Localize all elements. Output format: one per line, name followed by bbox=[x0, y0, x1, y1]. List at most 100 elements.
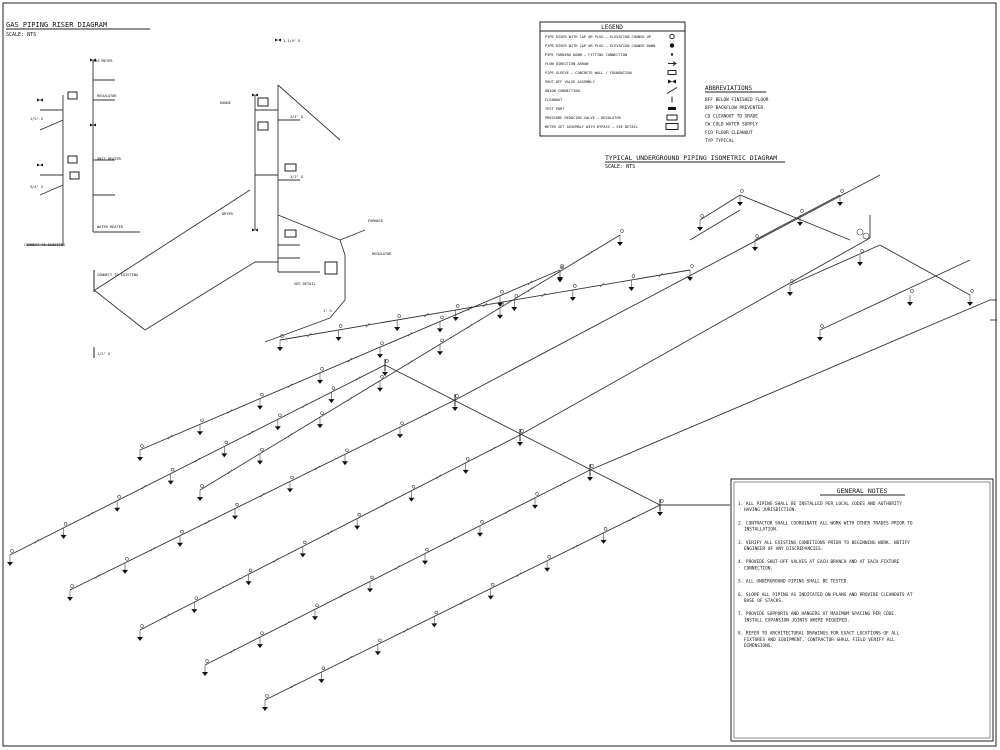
iso-pipe bbox=[384, 364, 661, 506]
fixture-symbol bbox=[628, 287, 635, 291]
pipe-size-tick bbox=[460, 600, 465, 605]
riser-label: CONNECT TO EXISTING bbox=[97, 273, 138, 277]
fixture-tag bbox=[315, 603, 319, 607]
fixture-tag bbox=[235, 502, 239, 507]
equipment-box bbox=[257, 97, 269, 107]
fixture-symbol bbox=[122, 569, 128, 574]
equipment-box bbox=[284, 163, 297, 172]
fixture-symbol bbox=[737, 202, 743, 206]
fixture-symbol bbox=[137, 637, 143, 641]
riser-label: REGULATOR bbox=[97, 94, 117, 98]
fixture-tag bbox=[320, 367, 324, 371]
pipe-size-tick bbox=[230, 648, 235, 654]
fixture-tag bbox=[265, 694, 269, 698]
fixture-symbol bbox=[517, 442, 523, 446]
fixture-tag bbox=[171, 467, 175, 472]
pipe-size-tick bbox=[340, 593, 345, 598]
fixture-tag bbox=[140, 624, 144, 628]
fixture-tag bbox=[491, 582, 495, 587]
fixture-symbol bbox=[687, 277, 693, 281]
fixture-tag bbox=[117, 495, 121, 499]
fixture-tag bbox=[970, 289, 974, 293]
riser-pipe bbox=[94, 189, 251, 291]
fixture-symbol bbox=[462, 469, 469, 474]
riser-pipe bbox=[93, 289, 146, 331]
pipe-size-tick bbox=[365, 322, 371, 328]
equipment-box bbox=[69, 171, 80, 180]
valve-symbol bbox=[275, 38, 281, 42]
fixture-tag bbox=[790, 279, 794, 283]
pipe-size-tick bbox=[599, 282, 605, 288]
fixture-tag bbox=[820, 324, 824, 328]
fixture-symbol bbox=[532, 504, 538, 509]
riser-label: SEE DETAIL bbox=[294, 282, 316, 286]
general-note-item: 7. PROVIDE SUPPORTS AND HANGERS AT MAXIM… bbox=[738, 611, 897, 623]
isometric-piping-network bbox=[7, 174, 997, 711]
fixture-symbol bbox=[382, 372, 388, 376]
pipe-size-tick bbox=[347, 656, 352, 661]
pipe-size-tick bbox=[287, 433, 293, 438]
fixture-symbol bbox=[317, 424, 323, 429]
pipe-size-tick bbox=[167, 434, 173, 440]
riser-diagram-title: GAS PIPING RISER DIAGRAM bbox=[6, 21, 107, 29]
equipment-box bbox=[324, 261, 338, 275]
fixture-symbol bbox=[657, 512, 663, 516]
fixture-symbol bbox=[600, 539, 607, 544]
fixture-tag bbox=[560, 264, 564, 268]
riser-label: REGULATOR bbox=[372, 252, 392, 256]
fixture-tag bbox=[411, 485, 416, 489]
general-note-item: 6. SLOPE ALL PIPING AS INDICATED ON PLAN… bbox=[738, 592, 913, 604]
fixture-tag bbox=[860, 249, 864, 253]
fixture-symbol bbox=[317, 379, 323, 384]
legend-row-text: SHUT-OFF VALVE ASSEMBLY bbox=[545, 80, 596, 84]
riser-label: GAS METER bbox=[93, 59, 113, 63]
fixture-tag bbox=[800, 209, 804, 213]
fixture-symbol bbox=[797, 222, 803, 226]
pipe-size-tick bbox=[347, 357, 353, 363]
iso-pipe bbox=[879, 244, 971, 296]
legend-symbol-dot bbox=[670, 53, 674, 56]
junction-symbol bbox=[862, 232, 870, 240]
riser-pipe bbox=[39, 119, 64, 131]
fixture-symbol bbox=[137, 457, 143, 461]
pipe-size-tick bbox=[227, 469, 233, 474]
fixture-tag bbox=[200, 418, 204, 422]
fixture-tag bbox=[280, 334, 284, 338]
fixture-symbol bbox=[167, 480, 174, 485]
fixture-symbol bbox=[497, 314, 503, 319]
fixture-tag bbox=[480, 520, 484, 524]
abbreviation-row: CW COLD WATER SUPPLY bbox=[705, 122, 758, 128]
pipe-size-tick bbox=[95, 574, 100, 579]
fixture-tag bbox=[63, 522, 68, 526]
riser-label: 1/2" G bbox=[97, 352, 110, 356]
fixture-tag bbox=[466, 457, 470, 461]
iso-pipe bbox=[789, 244, 881, 286]
fixture-symbol bbox=[60, 534, 67, 539]
pipe-size-tick bbox=[164, 613, 170, 619]
fixture-symbol bbox=[857, 262, 863, 266]
fixture-tag bbox=[434, 610, 438, 615]
fixture-symbol bbox=[431, 623, 438, 628]
fixture-tag bbox=[321, 666, 326, 670]
fixture-symbol bbox=[437, 328, 443, 333]
fixture-tag bbox=[535, 492, 539, 496]
riser-label: FURNACE bbox=[368, 219, 383, 223]
pipe-size-tick bbox=[505, 509, 510, 514]
fixture-symbol bbox=[299, 553, 306, 558]
fixture-tag bbox=[10, 549, 14, 553]
fixture-tag bbox=[338, 324, 343, 328]
riser-label: CONNECT TO EXISTING bbox=[24, 243, 65, 247]
valve-symbol bbox=[252, 93, 258, 97]
general-note-item: 2. CONTRACTOR SHALL COORDINATE ALL WORK … bbox=[738, 520, 913, 532]
fixture-tag bbox=[380, 341, 384, 345]
fixture-tag bbox=[690, 264, 694, 268]
fixture-symbol bbox=[437, 351, 443, 356]
pipe-size-tick bbox=[307, 332, 312, 338]
pipe-size-tick bbox=[150, 547, 155, 552]
fixture-symbol bbox=[837, 202, 843, 206]
fixture-symbol bbox=[202, 672, 208, 676]
general-note-item: 8. REFER TO ARCHITECTURAL DRAWINGS FOR E… bbox=[738, 631, 900, 649]
pipe-size-tick bbox=[205, 519, 210, 525]
fixture-symbol bbox=[587, 477, 593, 481]
fixture-tag bbox=[547, 555, 551, 559]
